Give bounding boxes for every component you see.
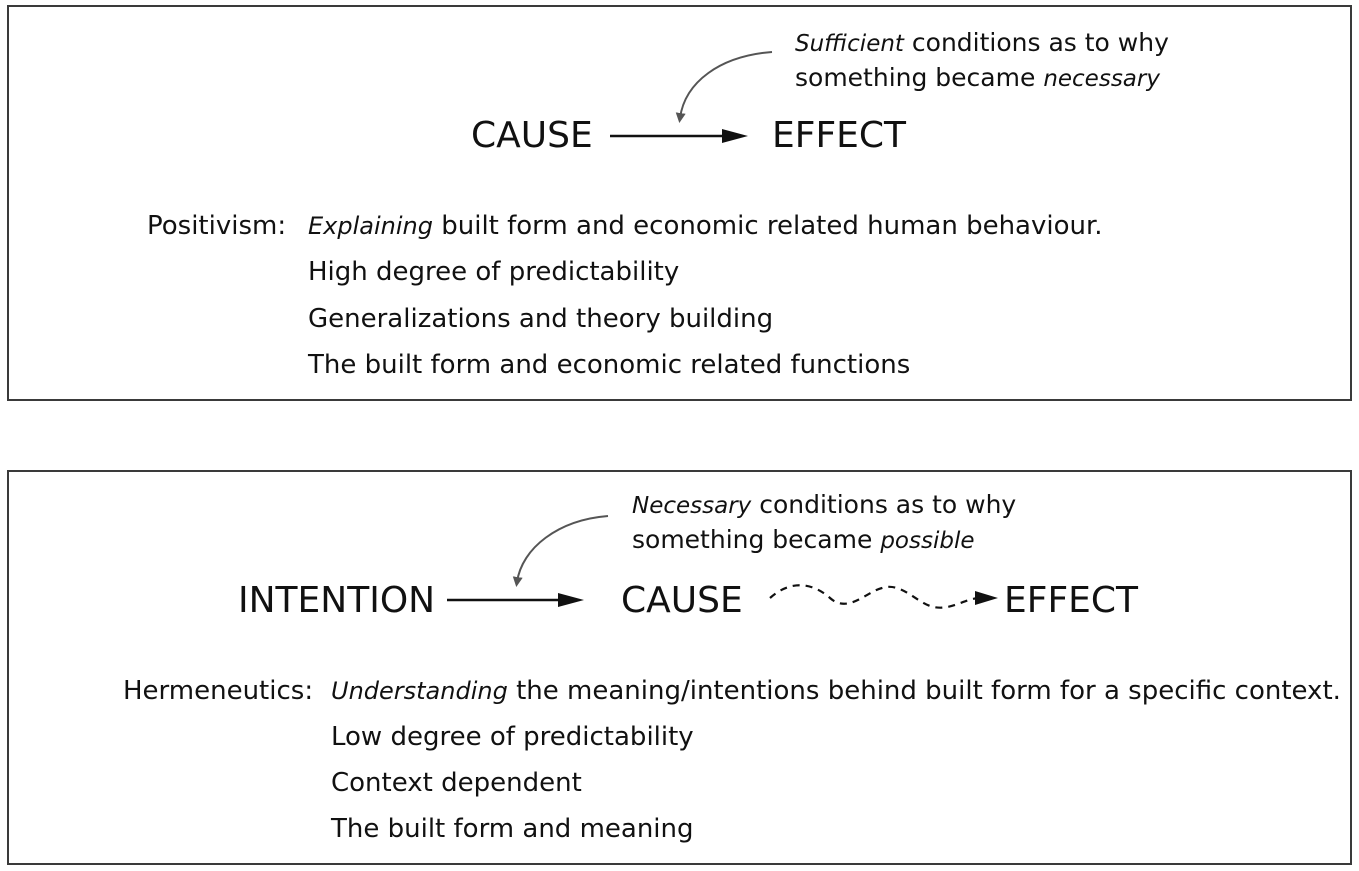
- positivism-heading: Positivism:: [147, 211, 287, 241]
- positivism-annotation-text-1: conditions as to why: [903, 28, 1169, 57]
- positivism-annotation-emphasis-end: necessary: [1043, 66, 1160, 92]
- hermeneutics-annotation-emphasis-end: possible: [880, 528, 975, 554]
- hermeneutics-annotation-text-2: something became: [632, 525, 881, 554]
- hermeneutics-line-1: Low degree of predictability: [331, 722, 694, 752]
- positivism-line-2: Generalizations and theory building: [308, 304, 774, 334]
- hermeneutics-line-3: The built form and meaning: [331, 814, 694, 844]
- hermeneutics-intention-label: INTENTION: [238, 580, 436, 621]
- positivism-annotation: Sufficient conditions as to why somethin…: [795, 26, 1169, 96]
- hermeneutics-cause-label: CAUSE: [621, 580, 743, 621]
- hermeneutics-annotation: Necessary conditions as to why something…: [632, 488, 1016, 558]
- hermeneutics-effect-label: EFFECT: [1004, 580, 1139, 621]
- positivism-cause-label: CAUSE: [471, 115, 593, 156]
- positivism-first-line: Explaining built form and economic relat…: [308, 213, 1103, 239]
- hermeneutics-first-line-emphasis: Understanding: [331, 677, 508, 705]
- positivism-annotation-emphasis-start: Sufficient: [795, 31, 904, 57]
- hermeneutics-first-line: Understanding the meaning/intentions beh…: [331, 678, 1341, 704]
- hermeneutics-panel: [7, 470, 1352, 865]
- positivism-line-1: High degree of predictability: [308, 257, 680, 287]
- positivism-first-line-text: built form and economic related human be…: [432, 211, 1103, 241]
- hermeneutics-line-2: Context dependent: [331, 768, 582, 798]
- positivism-first-line-emphasis: Explaining: [308, 212, 433, 240]
- positivism-effect-label: EFFECT: [772, 115, 907, 156]
- hermeneutics-annotation-text-1: conditions as to why: [751, 490, 1017, 519]
- hermeneutics-annotation-emphasis-start: Necessary: [632, 493, 752, 519]
- hermeneutics-first-line-text: the meaning/intentions behind built form…: [507, 676, 1341, 706]
- positivism-line-3: The built form and economic related func…: [308, 350, 911, 380]
- positivism-annotation-text-2: something became: [795, 63, 1044, 92]
- hermeneutics-heading: Hermeneutics:: [123, 676, 314, 706]
